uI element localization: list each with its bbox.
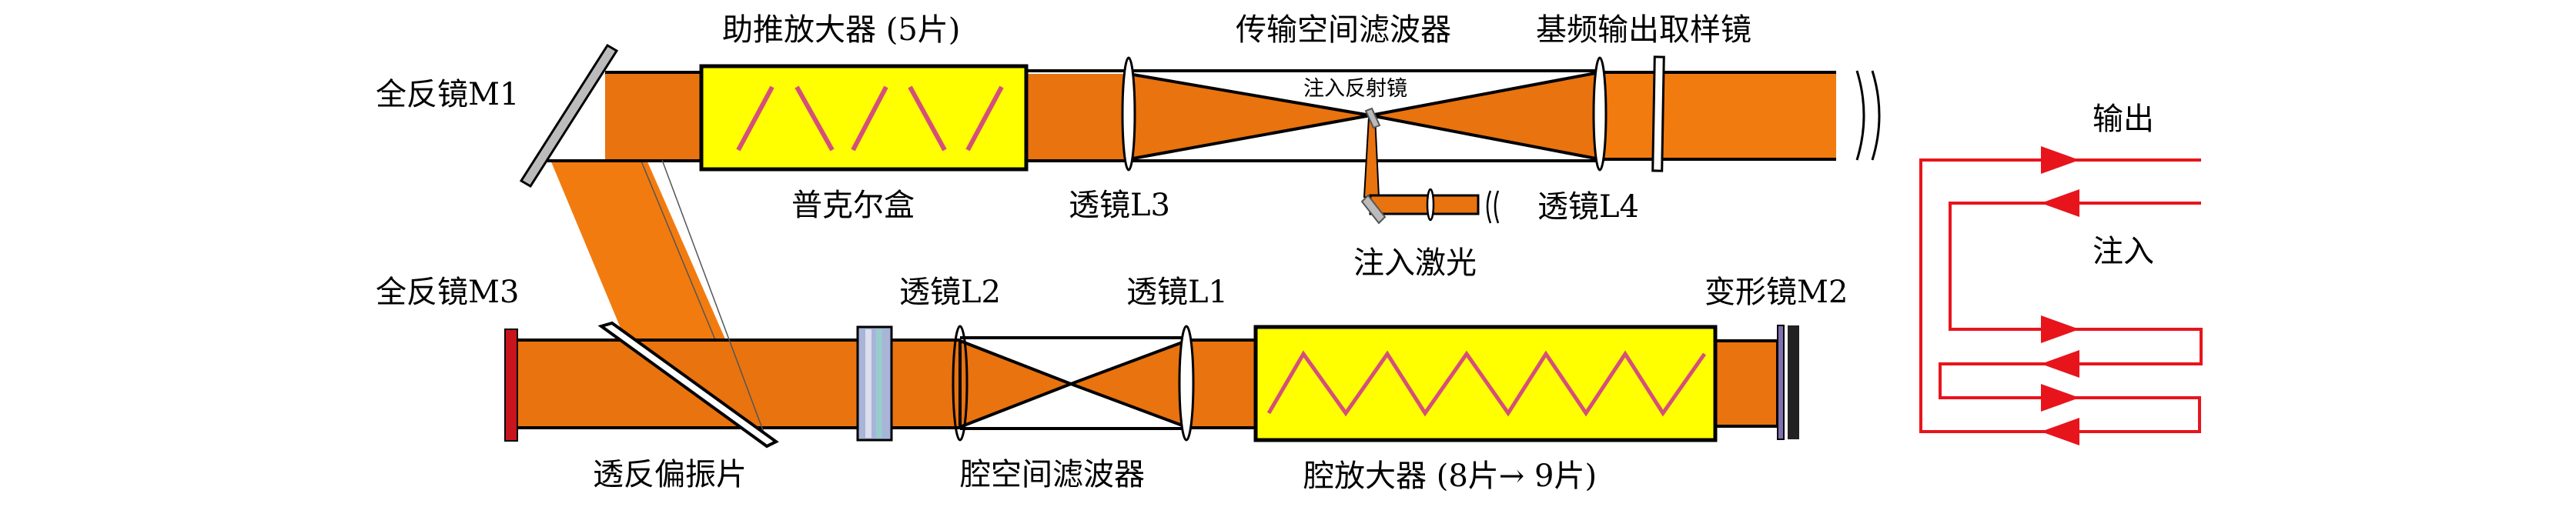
label-output: 输出 xyxy=(2093,102,2154,137)
arrow-right-icon xyxy=(2041,315,2079,343)
lens-l4 xyxy=(1592,56,1607,172)
pass-schematic xyxy=(1919,158,2203,433)
label-mirror-m3: 全反镜M3 xyxy=(376,275,519,310)
arrow-left-icon xyxy=(2041,418,2079,445)
injection-beam-vertical xyxy=(1363,116,1380,198)
arrow-icons xyxy=(2041,146,2079,445)
deformable-mirror-m2 xyxy=(1777,325,1799,440)
label-injection-mirror: 注入反射镜 xyxy=(1303,77,1407,101)
cavity-filter-cone-right xyxy=(1066,339,1188,429)
lens-l1 xyxy=(1178,325,1195,442)
label-cavity-filter: 腔空间滤波器 xyxy=(960,457,1145,492)
label-transport-filter: 传输空间滤波器 xyxy=(1236,12,1451,48)
injection-beam-horizontal xyxy=(1369,194,1480,215)
lens-l3 xyxy=(1121,56,1136,172)
arrow-right-icon xyxy=(2041,384,2079,412)
booster-amplifier xyxy=(699,64,1029,172)
label-lens-l1: 透镜L1 xyxy=(1126,275,1228,310)
label-pockels-cell: 普克尔盒 xyxy=(791,188,915,223)
lens-l2 xyxy=(952,325,969,442)
sampling-mirror xyxy=(1651,55,1665,172)
label-mirror-m1: 全反镜M1 xyxy=(376,77,519,112)
label-polarizer: 透反偏振片 xyxy=(593,457,747,492)
mirror-m1 xyxy=(519,43,619,188)
arrow-right-icon xyxy=(2041,146,2079,174)
polarizer xyxy=(597,321,779,449)
label-sampling-mirror: 基频输出取样镜 xyxy=(1536,12,1751,48)
cavity-slabs xyxy=(1266,350,1707,417)
mirror-m3 xyxy=(504,329,518,442)
arrow-left-icon xyxy=(2041,350,2079,378)
cavity-filter-cone-left xyxy=(958,339,1076,429)
break-mark-icon xyxy=(1486,190,1500,224)
label-lens-l4: 透镜L4 xyxy=(1537,189,1639,225)
break-mark-icon xyxy=(1855,70,1881,161)
injection-mirror-small xyxy=(1364,107,1381,129)
label-cavity-amp: 腔放大器 (8片→ 9片) xyxy=(1303,459,1597,494)
injection-fold-mirror xyxy=(1360,194,1387,225)
label-booster-amp: 助推放大器 (5片) xyxy=(722,12,960,48)
arrow-left-icon xyxy=(2041,189,2079,217)
injection-lens xyxy=(1426,188,1435,222)
booster-slabs xyxy=(736,85,1004,152)
wave-plate xyxy=(856,325,893,442)
label-deformable-mirror-m2: 变形镜M2 xyxy=(1705,275,1848,310)
label-injection: 注入 xyxy=(2093,234,2154,269)
label-lens-l2: 透镜L2 xyxy=(899,275,1001,310)
diagonal-beam xyxy=(550,160,726,341)
output-beam xyxy=(1600,72,1836,159)
label-injection-laser: 注入激光 xyxy=(1353,245,1477,281)
label-lens-l3: 透镜L3 xyxy=(1069,188,1170,223)
